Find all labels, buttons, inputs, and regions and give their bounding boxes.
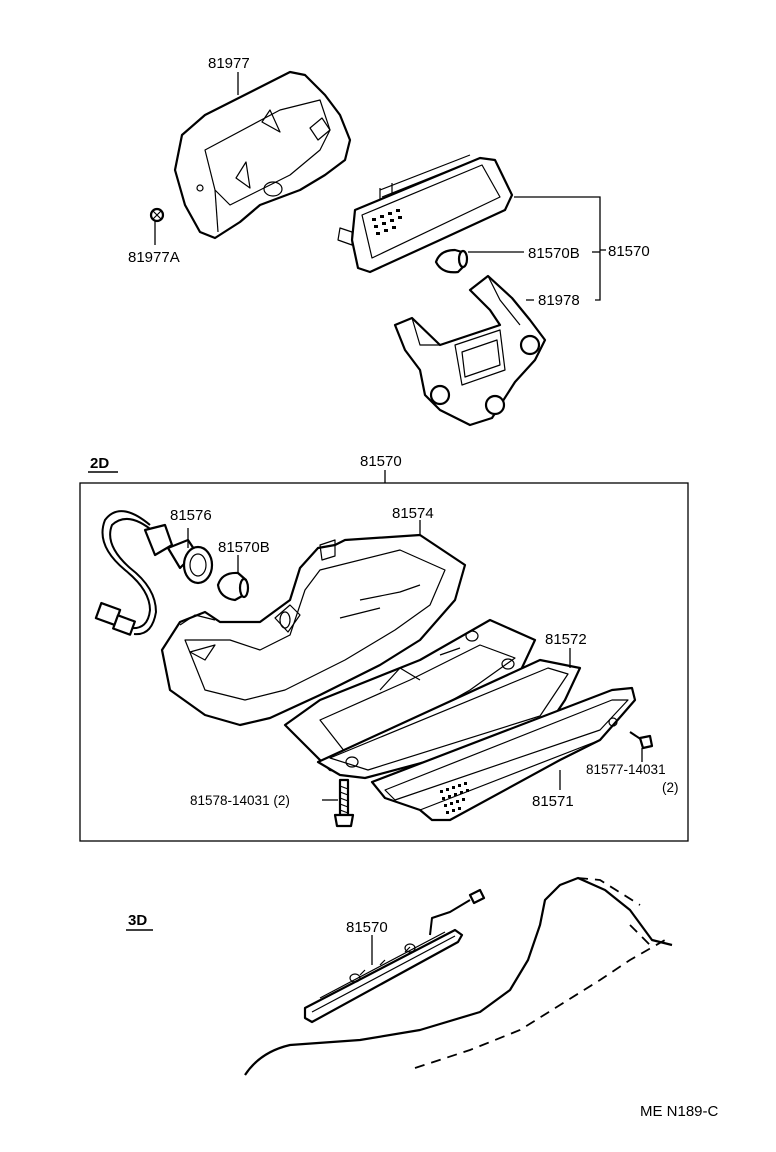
label-cover-screw: 81977A (128, 249, 180, 266)
label-assembly-3d: 81570 (346, 919, 388, 936)
section-label-3d: 3D (128, 912, 147, 929)
label-screw-right-qty: (2) (662, 780, 679, 795)
label-screw-right: 81577-14031 (586, 762, 666, 777)
lamp-assembly-3d (303, 888, 486, 1024)
screw-left-81578 (322, 778, 355, 828)
bulb-top-81570b (434, 248, 524, 274)
label-cover: 81977 (208, 55, 250, 72)
label-screw-left: 81578-14031 (2) (190, 793, 290, 808)
label-lens: 81571 (532, 793, 574, 810)
label-socket: 81576 (170, 507, 212, 524)
label-assembly-top: 81570 (608, 243, 650, 260)
housing-81574 (160, 520, 467, 727)
lamp-body-top (337, 154, 514, 274)
label-assembly-2d: 81570 (360, 453, 402, 470)
label-housing: 81574 (392, 505, 434, 522)
reflector-81572 (283, 618, 582, 780)
bracket-81978 (393, 274, 547, 427)
screw-right-81577 (629, 731, 654, 762)
label-bracket: 81978 (538, 292, 580, 309)
cover-81977 (173, 70, 352, 240)
socket-81576 (94, 510, 214, 636)
footer-code: ME N189-C (640, 1103, 719, 1120)
bulb-2d-81570b (216, 555, 250, 602)
label-bulb-2d: 81570B (218, 539, 270, 556)
lens-grid-icon (440, 782, 469, 814)
section-label-2d: 2D (90, 455, 109, 472)
label-bulb-top: 81570B (528, 245, 580, 262)
led-grid-icon (372, 209, 402, 235)
vehicle-outline-3d (244, 876, 673, 1076)
label-reflector: 81572 (545, 631, 587, 648)
lens-81571 (370, 686, 637, 822)
cover-screw-81977a (149, 207, 165, 245)
